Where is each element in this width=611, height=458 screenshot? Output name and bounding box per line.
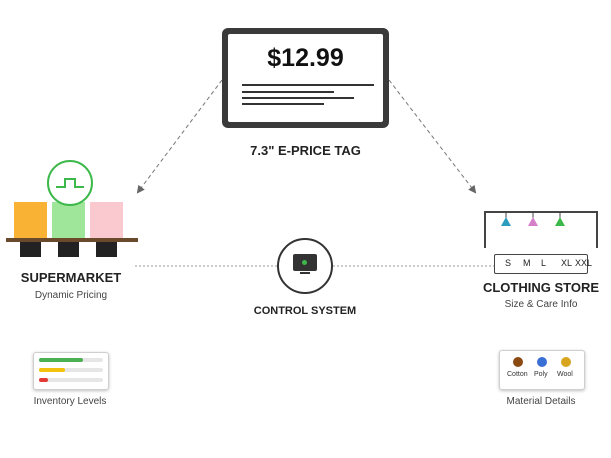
tag-text-line	[242, 97, 354, 99]
size-label: S	[505, 258, 512, 268]
tag-text-line	[242, 84, 374, 86]
size-label: XXL	[575, 258, 593, 268]
material-details-card: Cotton Poly Wool	[499, 350, 585, 390]
clothing-store-subtitle: Size & Care Info	[504, 299, 578, 310]
material-label: Wool	[557, 371, 573, 378]
material-label: Poly	[534, 371, 548, 378]
supermarket-subtitle: Dynamic Pricing	[34, 290, 108, 301]
crate-orange	[14, 202, 47, 239]
material-label: Cotton	[507, 371, 528, 378]
inventory-bar	[39, 378, 103, 382]
tag-text-line	[242, 91, 334, 93]
inventory-bar-fill	[39, 368, 65, 372]
signal-icon	[47, 160, 93, 206]
size-label: L	[541, 258, 547, 268]
inventory-levels-caption: Inventory Levels	[33, 396, 107, 407]
shelf-price-tag	[20, 242, 41, 257]
e-price-tag: $12.99	[222, 28, 389, 128]
size-label: M	[523, 258, 531, 268]
inventory-levels-card	[33, 352, 109, 390]
inventory-bar	[39, 368, 103, 372]
shelf	[6, 238, 138, 242]
size-label-strip: S M L XL XXL	[494, 254, 592, 274]
size-label: XL	[561, 258, 573, 268]
inventory-bar-fill	[39, 378, 48, 382]
control-system-title: CONTROL SYSTEM	[253, 305, 357, 317]
clothing-rack-icon	[484, 211, 598, 248]
tag-text-line	[242, 103, 324, 105]
monitor-stand	[300, 272, 310, 274]
clothing-store-title: CLOTHING STORE	[482, 280, 600, 295]
monitor-icon	[293, 254, 317, 271]
crate-green	[52, 202, 85, 239]
tag-to-supermarket-arrow	[136, 79, 223, 194]
material-details-caption: Material Details	[506, 396, 576, 407]
tag-to-clothing-arrow	[388, 79, 477, 194]
shelf-price-tag	[58, 242, 79, 257]
inventory-bar-fill	[39, 358, 83, 362]
crate-pink	[90, 202, 123, 239]
price-value: $12.99	[267, 44, 344, 72]
status-led	[302, 260, 307, 265]
wool-swatch	[561, 357, 571, 367]
control-system-hub	[277, 238, 333, 294]
supermarket-title: SUPERMARKET	[20, 270, 122, 285]
cotton-swatch	[513, 357, 523, 367]
inventory-bar	[39, 358, 103, 362]
e-price-tag-caption: 7.3" E-PRICE TAG	[250, 143, 361, 158]
e-price-tag-screen: $12.99	[228, 34, 383, 122]
shelf-price-tag	[96, 242, 117, 257]
poly-swatch	[537, 357, 547, 367]
